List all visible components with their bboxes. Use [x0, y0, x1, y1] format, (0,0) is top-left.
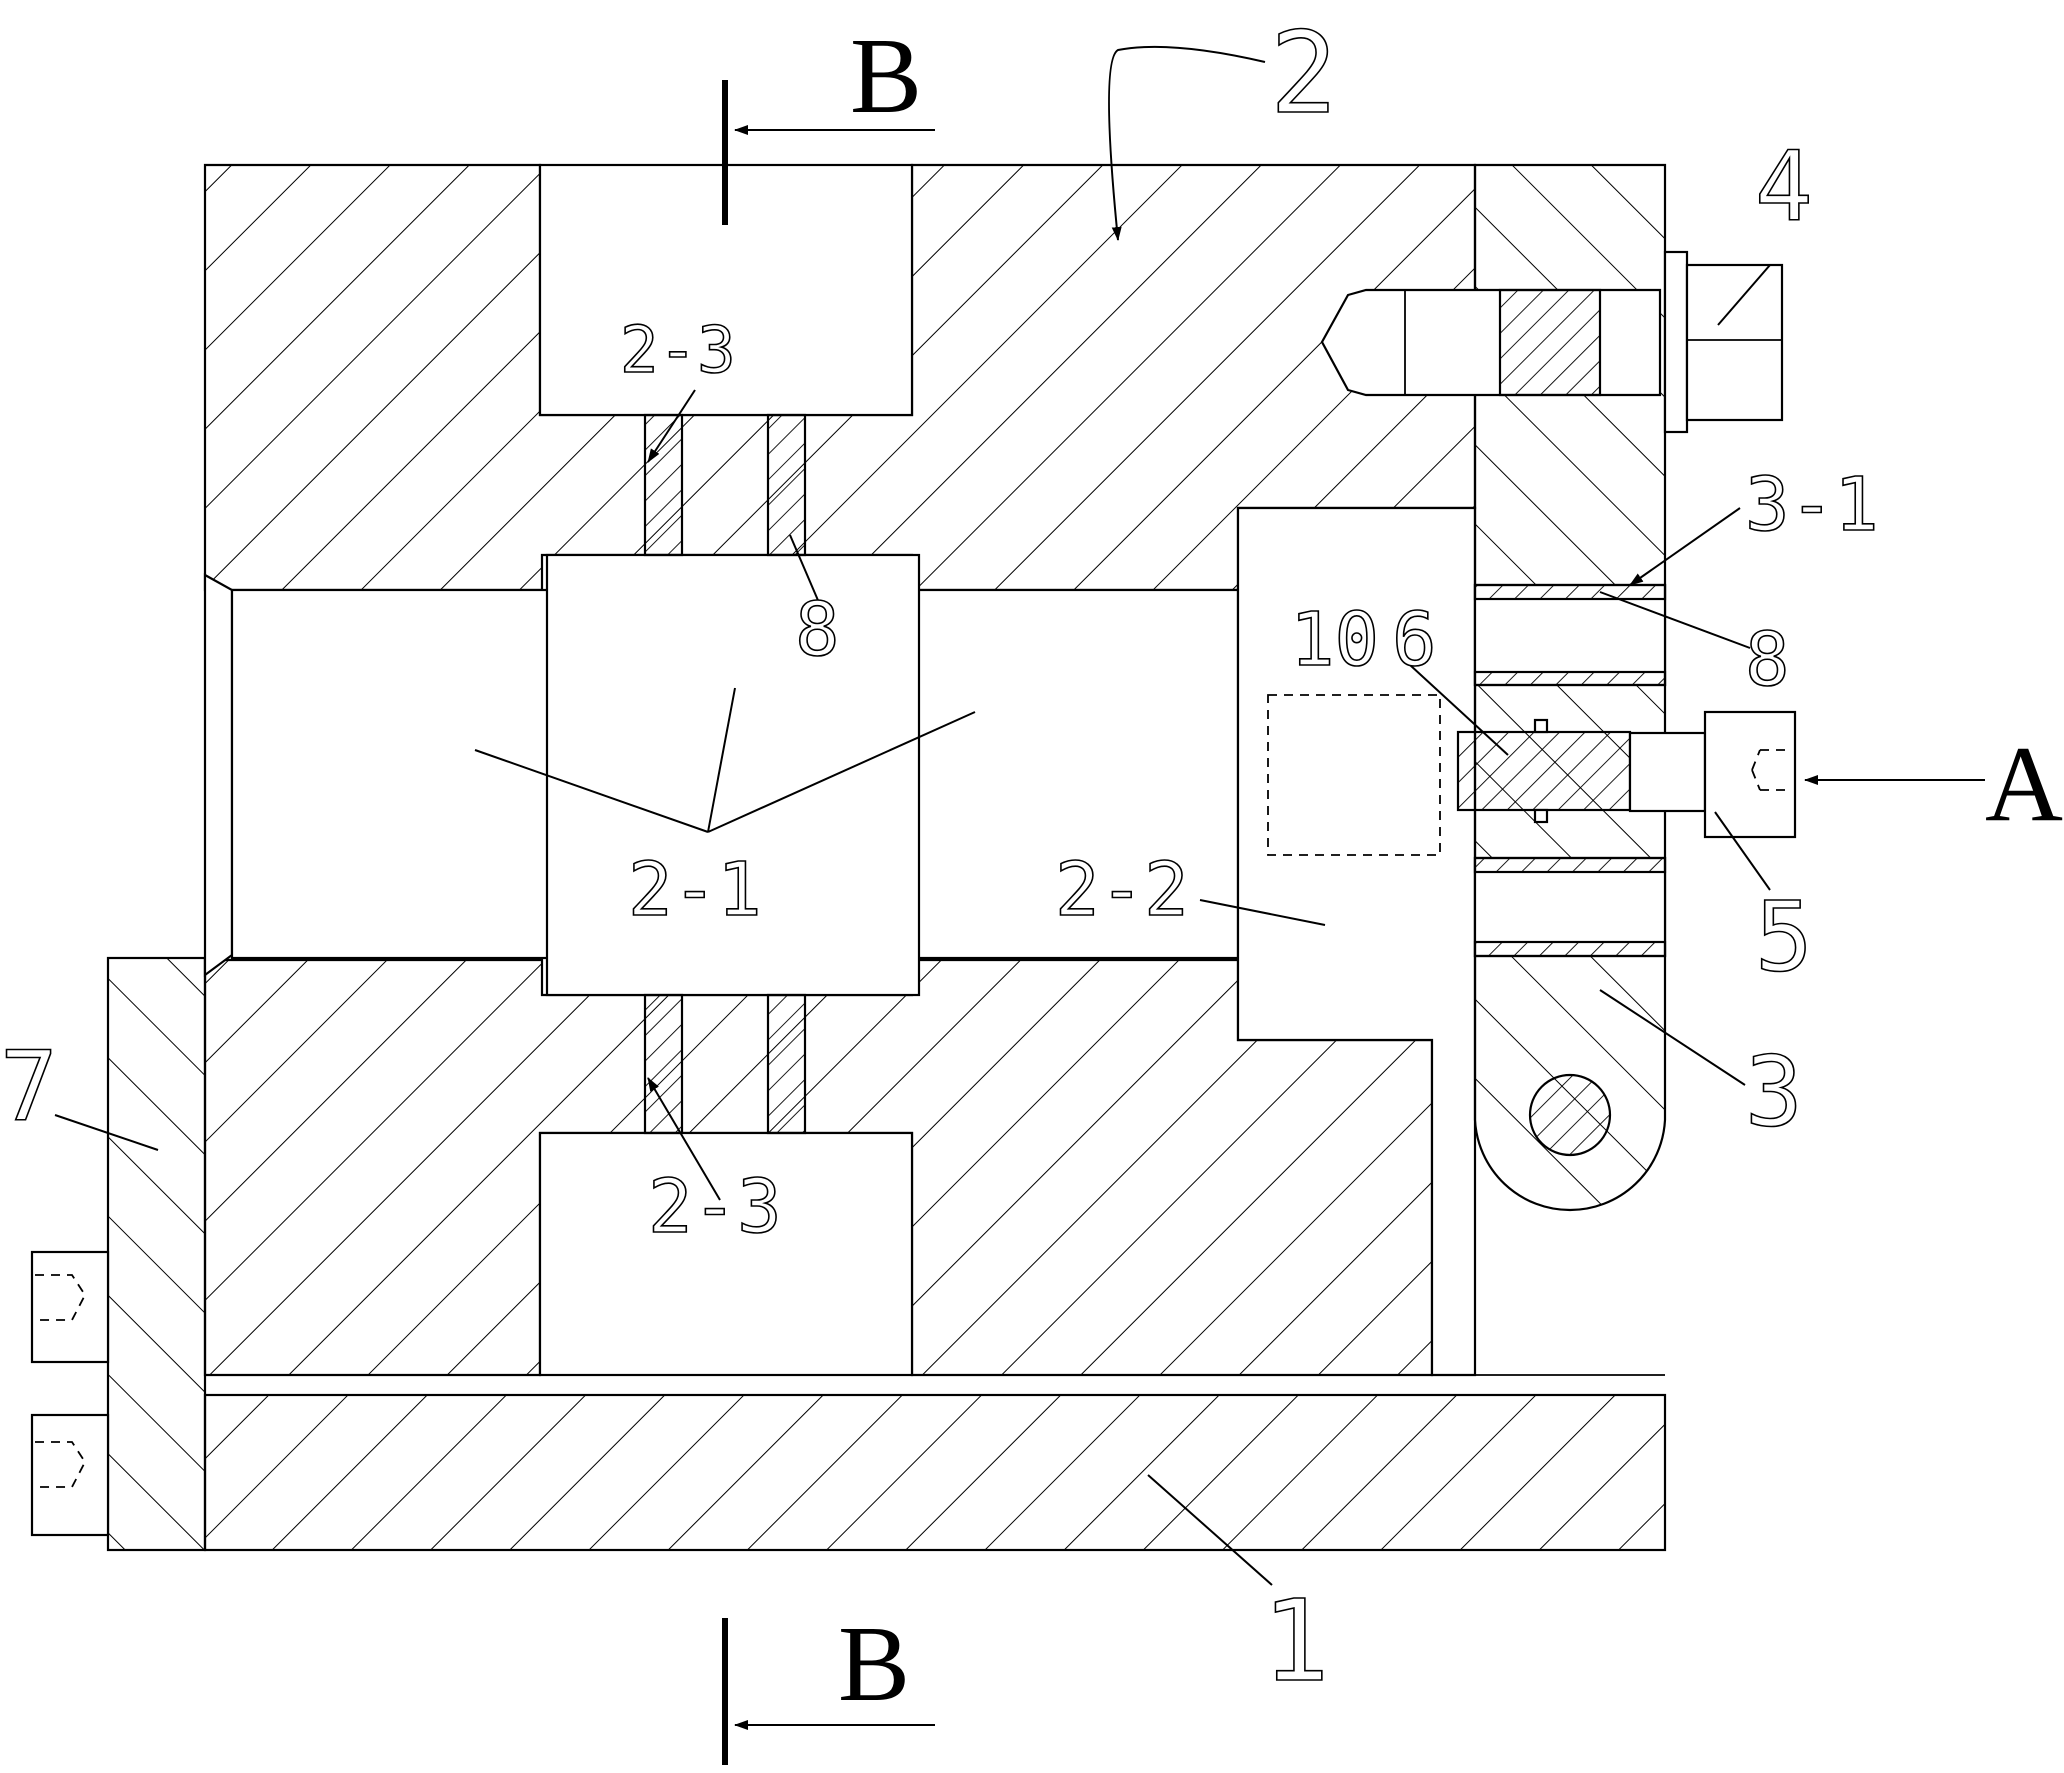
pin-6-and-knob-5 [1456, 710, 1797, 839]
center-block [545, 553, 921, 997]
part-labels: 2 2-3 8 2-1 2-2 2-3 10 6 3-1 8 5 3 4 7 1 [0, 8, 1879, 1708]
label-3: 3 [1745, 1036, 1803, 1148]
label-8-left: 8 [795, 587, 840, 673]
section-letter-bottom: B [838, 1605, 910, 1724]
side-plate-7 [30, 956, 207, 1552]
label-2-2: 2-2 [1055, 847, 1189, 933]
section-mark-top: B [722, 17, 935, 225]
section-letter-top: B [850, 17, 922, 136]
section-mark-right: A [1804, 725, 2063, 844]
label-5: 5 [1755, 881, 1813, 993]
pivot-pin [1528, 1073, 1612, 1157]
lever-plate-3 [1473, 163, 1667, 1212]
label-2-3-top: 2-3 [620, 314, 736, 388]
dashed-part-10 [1267, 694, 1441, 856]
bushing-bottom-left [643, 993, 684, 1135]
knob-5 [1703, 710, 1797, 839]
label-3-1: 3-1 [1745, 462, 1879, 548]
bolt-head-upper [30, 1250, 110, 1364]
label-8-right: 8 [1745, 617, 1790, 703]
leaders [54, 45, 1771, 1586]
section-letter-right: A [1985, 725, 2063, 844]
label-2-1: 2-1 [628, 847, 762, 933]
label-7: 7 [0, 1031, 58, 1143]
bushing-3-1-top [1473, 583, 1667, 601]
label-10: 10 [1290, 597, 1379, 683]
label-6: 6 [1392, 597, 1437, 683]
label-2: 2 [1270, 9, 1337, 139]
label-4: 4 [1755, 131, 1813, 243]
screw-4-head [1685, 263, 1784, 422]
base-plate-1 [203, 1393, 1667, 1552]
bolt-head-lower [30, 1413, 110, 1537]
bushing-top-right [766, 413, 807, 557]
bushing-bottom-right [766, 993, 807, 1135]
bushing-top-left [643, 413, 684, 557]
pin-6 [1456, 730, 1632, 812]
label-1: 1 [1262, 1577, 1329, 1707]
section-mark-bottom: B [722, 1605, 935, 1765]
main-body-2 [203, 163, 1665, 1396]
label-2-3-bottom: 2-3 [648, 1164, 782, 1250]
screw-4 [1320, 250, 1784, 434]
